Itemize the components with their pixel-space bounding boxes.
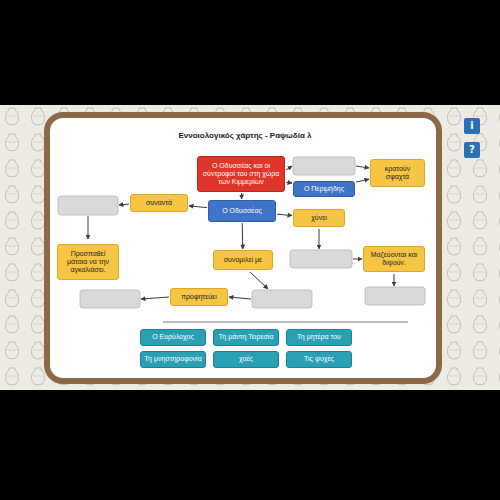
arrow	[229, 297, 251, 299]
arrow	[319, 229, 320, 249]
connector-arrow	[286, 182, 292, 183]
node-text: Ο Ευρύλοχος	[152, 333, 194, 341]
concept-box: Ο Περιμήδης	[293, 181, 355, 197]
node-text: συναντά	[146, 199, 172, 207]
answer-tile: Τη μητέρα του	[286, 329, 352, 346]
map-title: Εννοιολογικός χάρτης - Ραψωδία λ	[120, 131, 370, 140]
node-text: Προσπαθεί μάταια να την αγκαλιάσει.	[61, 250, 115, 274]
link-box: συναντά	[130, 194, 188, 212]
answer-tile: Τη μνηστηροφονία	[140, 351, 206, 368]
node-text: προφητεύει	[181, 293, 217, 301]
empty-slot	[293, 157, 355, 175]
connector-arrow	[277, 214, 292, 215]
node-text: Τις ψυχές	[304, 355, 334, 363]
arrow	[394, 274, 395, 286]
arrow	[250, 272, 268, 289]
link-box: Προσπαθεί μάταια να την αγκαλιάσει.	[57, 244, 119, 280]
connector-arrow	[189, 206, 207, 208]
node-text: χοές	[239, 355, 253, 363]
help-icon: ?	[464, 142, 480, 158]
help-icon: i	[464, 118, 480, 134]
arrow	[286, 166, 292, 170]
connector-arrow	[356, 179, 369, 182]
answer-tile: Τη μάντη Τειρεσία	[213, 329, 279, 346]
node-text: Μαζεύονται και διψούν.	[367, 251, 421, 267]
link-box: προφητεύει	[170, 288, 228, 306]
node-text: Ο Οδυσσέας	[222, 207, 262, 215]
node-text: Ο Οδυσσέας και οι σύντροφοί του στη χώρα…	[201, 162, 281, 186]
arrow	[353, 259, 362, 260]
node-text: Τη μάντη Τειρεσία	[219, 333, 274, 341]
node-text: χύνει	[311, 214, 327, 222]
link-box: κρατούν σφαχτά	[370, 159, 425, 187]
answer-tile: Τις ψυχές	[286, 351, 352, 368]
empty-slots	[58, 157, 425, 308]
arrow	[88, 216, 89, 239]
connector-arrow	[241, 193, 242, 199]
arrow	[356, 166, 369, 168]
node-text: κρατούν σφαχτά	[374, 165, 421, 181]
arrow	[119, 204, 129, 205]
concept-box: Ο Οδυσσέας	[208, 200, 276, 222]
empty-slot	[80, 290, 140, 308]
answer-tile: χοές	[213, 351, 279, 368]
frame	[47, 115, 439, 381]
arrow	[141, 297, 169, 299]
empty-slot	[365, 287, 425, 305]
patterned-ground	[0, 105, 500, 390]
empty-slot	[58, 196, 118, 215]
topic-box: Ο Οδυσσέας και οι σύντροφοί του στη χώρα…	[197, 156, 285, 192]
empty-slot	[252, 290, 312, 308]
connector-arrow	[242, 223, 244, 249]
node-text: Ο Περιμήδης	[304, 185, 344, 193]
answer-tile: Ο Ευρύλοχος	[140, 329, 206, 346]
node-text: Τη μνηστηροφονία	[144, 355, 201, 363]
node-text: Τη μητέρα του	[297, 333, 341, 341]
empty-slot	[290, 250, 352, 268]
link-box: χύνει	[293, 209, 345, 227]
link-box: Μαζεύονται και διψούν.	[363, 246, 425, 272]
separator	[163, 322, 408, 323]
link-box: συνομιλεί με	[213, 250, 273, 270]
node-text: συνομιλεί με	[224, 256, 262, 264]
